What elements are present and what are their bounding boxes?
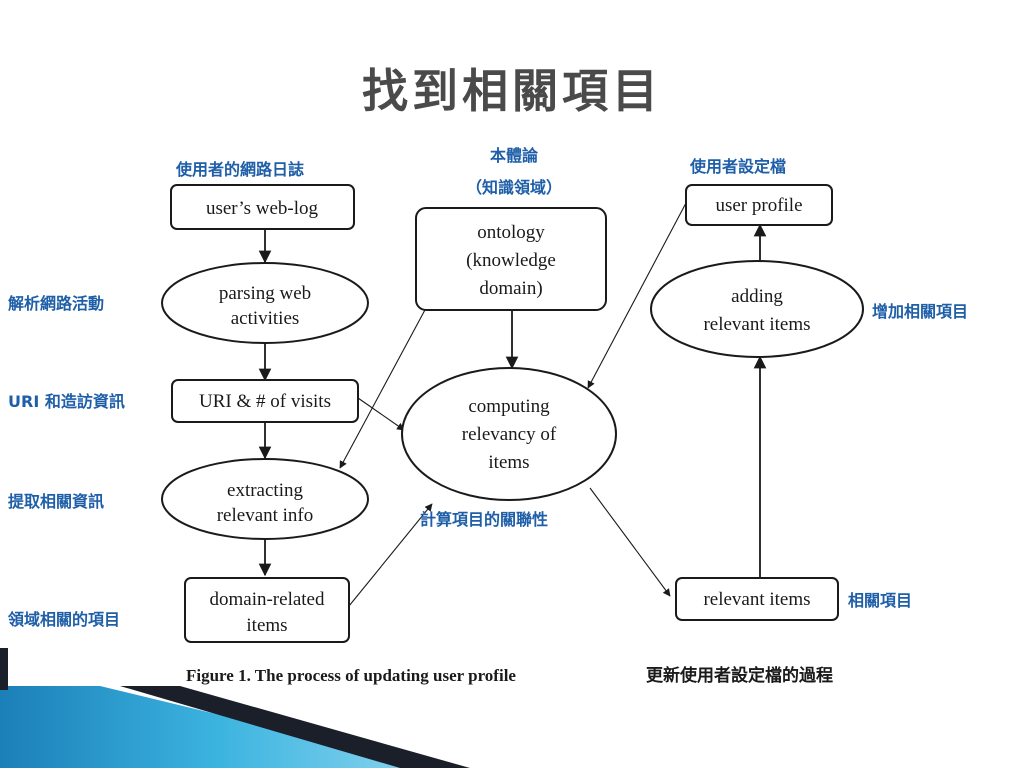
node-ontology-line-1: ontology [477, 222, 545, 243]
node-computing: computing relevancy of items [401, 367, 617, 501]
annotation-ontology-2: （知識領域） [466, 178, 562, 197]
node-computing-line-2: relevancy of [462, 424, 557, 445]
node-parsing: parsing web activities [161, 262, 369, 344]
annotation-ontology-1: 本體論 [490, 146, 539, 165]
slide-title: 找到相關項目 [362, 64, 662, 118]
node-parsing-line-1: parsing web [219, 283, 311, 304]
node-extracting: extracting relevant info [161, 458, 369, 540]
annotation-web-log: 使用者的網路日誌 [175, 160, 304, 179]
node-adding-line-1: adding [731, 286, 783, 307]
node-relevant-items: relevant items [675, 577, 839, 621]
node-ontology-line-2: (knowledge [466, 250, 556, 271]
node-extracting-line-1: extracting [227, 480, 303, 501]
node-computing-line-1: computing [468, 396, 550, 417]
caption-english: Figure 1. The process of updating user p… [186, 666, 516, 685]
node-uri-visits: URI & # of visits [171, 379, 359, 423]
arrow-profile-to-computing [587, 202, 687, 389]
node-adding: adding relevant items [650, 260, 864, 358]
node-parsing-line-2: activities [231, 308, 300, 329]
annotation-computing: 計算項目的關聯性 [420, 510, 548, 529]
annotation-adding: 增加相關項目 [872, 302, 968, 321]
annotation-parsing: 解析網路活動 [8, 294, 104, 313]
node-computing-line-3: items [488, 452, 529, 473]
figure-caption: Figure 1. The process of updating user p… [186, 665, 833, 686]
annotation-uri: URI 和造訪資訊 [8, 392, 125, 411]
annotation-relevant: 相關項目 [848, 591, 912, 610]
annotation-domain: 領域相關的項目 [8, 610, 120, 629]
node-web-log: user’s web-log [170, 184, 355, 230]
node-user-profile: user profile [685, 184, 833, 226]
node-user-profile-label: user profile [715, 195, 802, 216]
arrows [258, 202, 767, 607]
decorative-stripe [0, 648, 470, 768]
node-relevant-items-label: relevant items [703, 589, 810, 610]
arrow-computing-to-relevant [589, 487, 671, 597]
annotation-user-profile: 使用者設定檔 [689, 157, 786, 176]
node-ontology: ontology (knowledge domain) [415, 207, 607, 311]
annotations: 使用者的網路日誌 解析網路活動 URI 和造訪資訊 提取相關資訊 領域相關的項目… [8, 146, 968, 629]
annotation-extracting: 提取相關資訊 [8, 492, 104, 511]
caption-chinese: 更新使用者設定檔的過程 [646, 665, 833, 686]
node-ontology-line-3: domain) [479, 278, 542, 299]
arrow-ontology-to-extracting [339, 307, 427, 469]
node-extracting-line-2: relevant info [217, 505, 314, 526]
node-uri-visits-label: URI & # of visits [199, 391, 331, 412]
arrow-domain-to-computing [348, 503, 433, 607]
node-adding-line-2: relevant items [703, 314, 810, 335]
node-domain-related-line-1: domain-related [209, 589, 325, 610]
node-domain-related-line-2: items [246, 615, 287, 636]
node-domain-related: domain-related items [184, 577, 350, 643]
node-web-log-label: user’s web-log [206, 198, 319, 219]
arrow-uri-to-computing [357, 397, 405, 431]
